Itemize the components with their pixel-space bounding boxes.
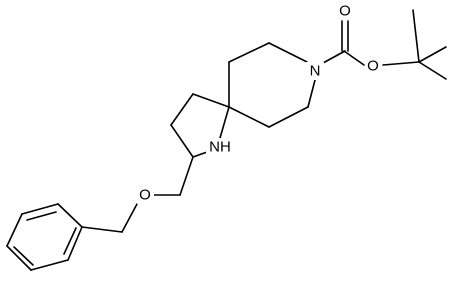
bond-ph-5: [30, 259, 69, 271]
bond-ph-4: [6, 245, 32, 271]
label-bg-o-carbonyl: [337, 2, 353, 20]
bond-c-n-down: [307, 79, 316, 108]
atom-o-carbonyl: O: [339, 3, 351, 20]
bond-ph-inner-3: [63, 227, 77, 255]
bond-carbonyl-n: [322, 50, 346, 64]
bond-o-ch2: [121, 203, 138, 233]
bond-spiro-c3: [192, 93, 230, 108]
label-bg-o-ester: [365, 57, 382, 75]
bond-tbu-2: [412, 9, 420, 63]
bond-spiro-c-down: [228, 106, 270, 128]
bond-ch2-phenyl: [81, 226, 123, 233]
bond-c2-ch2: [179, 156, 194, 196]
bond-layer: [6, 9, 447, 271]
bond-nh-spiro: [219, 106, 230, 139]
bond-ph-6: [67, 226, 83, 261]
bond-tbu-o: [382, 61, 420, 66]
bond-o-carbonyl-c: [343, 50, 365, 66]
label-bg-o-ether: [137, 186, 154, 204]
atom-o-ether: O: [139, 187, 151, 204]
bond-c4-c2: [170, 124, 194, 158]
atom-n-piperidine: N: [310, 63, 321, 80]
bond-ph-3: [6, 213, 23, 247]
atom-label-layer: O O N NH O: [137, 2, 382, 204]
atom-o-ester: O: [367, 58, 379, 75]
bond-tbu-3: [418, 61, 447, 80]
bond-n-c-up: [268, 42, 308, 63]
atom-nh-pyrrolidine: NH: [209, 139, 231, 156]
label-bg-nh-pyrrolidine: [206, 138, 234, 156]
bond-c3-c4: [170, 93, 194, 126]
bond-ph-inner-1: [26, 211, 57, 221]
bond-c-down-c: [268, 106, 309, 128]
bond-tbu-1: [418, 46, 447, 63]
bond-ph-inner-2: [13, 246, 34, 266]
bond-ph-2: [21, 203, 59, 215]
bond-ph-1: [57, 203, 83, 228]
label-bg-n-piperidine: [306, 62, 324, 80]
bond-c-up-c: [228, 42, 270, 63]
